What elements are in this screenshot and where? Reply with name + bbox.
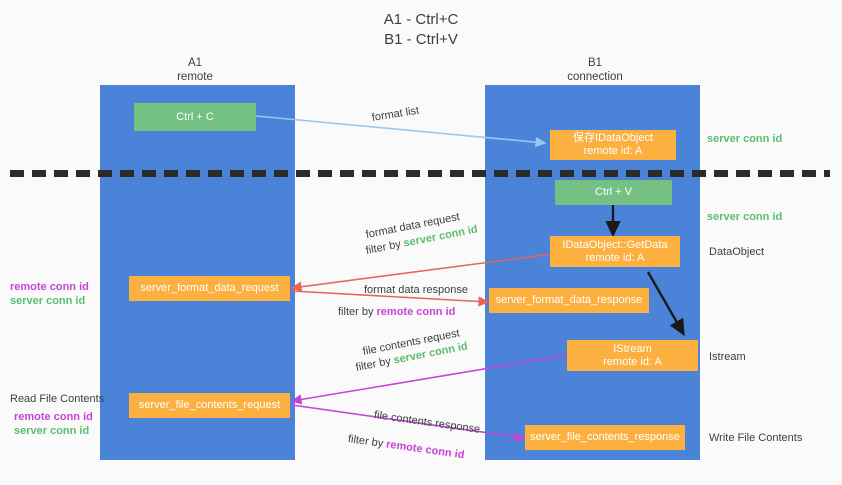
right-label-dataobject: DataObject <box>709 246 765 258</box>
right-label-server-conn-id-top: server conn id <box>707 133 783 145</box>
right-label-server-conn-id-mid: server conn id <box>707 211 783 223</box>
right-label-write-file-contents: Write File Contents <box>709 432 803 444</box>
node-server-file-contents-request[interactable]: server_file_contents_request <box>129 393 290 418</box>
node-ctrl-c[interactable]: Ctrl + C <box>134 103 256 131</box>
separator-dashed-line <box>10 170 830 177</box>
edge-label-format-list: format list <box>370 104 420 124</box>
edge-label-file-contents-response: file contents response <box>373 409 481 436</box>
left-label-remote-conn-id-upper: remote conn id <box>10 281 89 293</box>
edge-label-file-contents-response-filter: filter by remote conn id <box>347 432 465 463</box>
left-label-server-conn-id-lower: server conn id <box>14 425 90 437</box>
node-istream[interactable]: IStream remote id: A <box>567 340 698 371</box>
left-label-read-file-contents: Read File Contents <box>10 393 105 405</box>
node-ctrl-v[interactable]: Ctrl + V <box>555 180 672 205</box>
node-save-idataobject[interactable]: 保存IDataObject remote id: A <box>550 130 676 160</box>
page-title: A1 - Ctrl+C B1 - Ctrl+V <box>383 11 459 48</box>
filter-prefix-text: filter by <box>354 354 395 374</box>
edge-label-format-data-response: format data response <box>364 284 468 296</box>
left-label-server-conn-id-upper: server conn id <box>10 295 86 307</box>
node-server-format-data-response[interactable]: server_format_data_response <box>489 288 649 313</box>
left-label-remote-conn-id-lower: remote conn id <box>14 411 93 423</box>
node-server-format-data-request[interactable]: server_format_data_request <box>129 276 290 301</box>
edge-label-format-data-response-filter: filter by remote conn id <box>338 305 455 320</box>
column-header-b1: B1 connection <box>567 57 623 83</box>
node-idataobject-getdata[interactable]: IDataObject::GetData remote id: A <box>550 236 680 267</box>
column-header-a1: A1 remote <box>177 57 213 83</box>
filter-prefix-text: filter by <box>347 433 388 451</box>
right-label-istream: Istream <box>709 351 746 363</box>
remote-conn-id-highlight: remote conn id <box>385 438 466 462</box>
remote-conn-id-highlight: remote conn id <box>376 306 456 318</box>
node-server-file-contents-response[interactable]: server_file_contents_response <box>525 425 685 450</box>
filter-prefix-text: filter by <box>338 306 377 318</box>
